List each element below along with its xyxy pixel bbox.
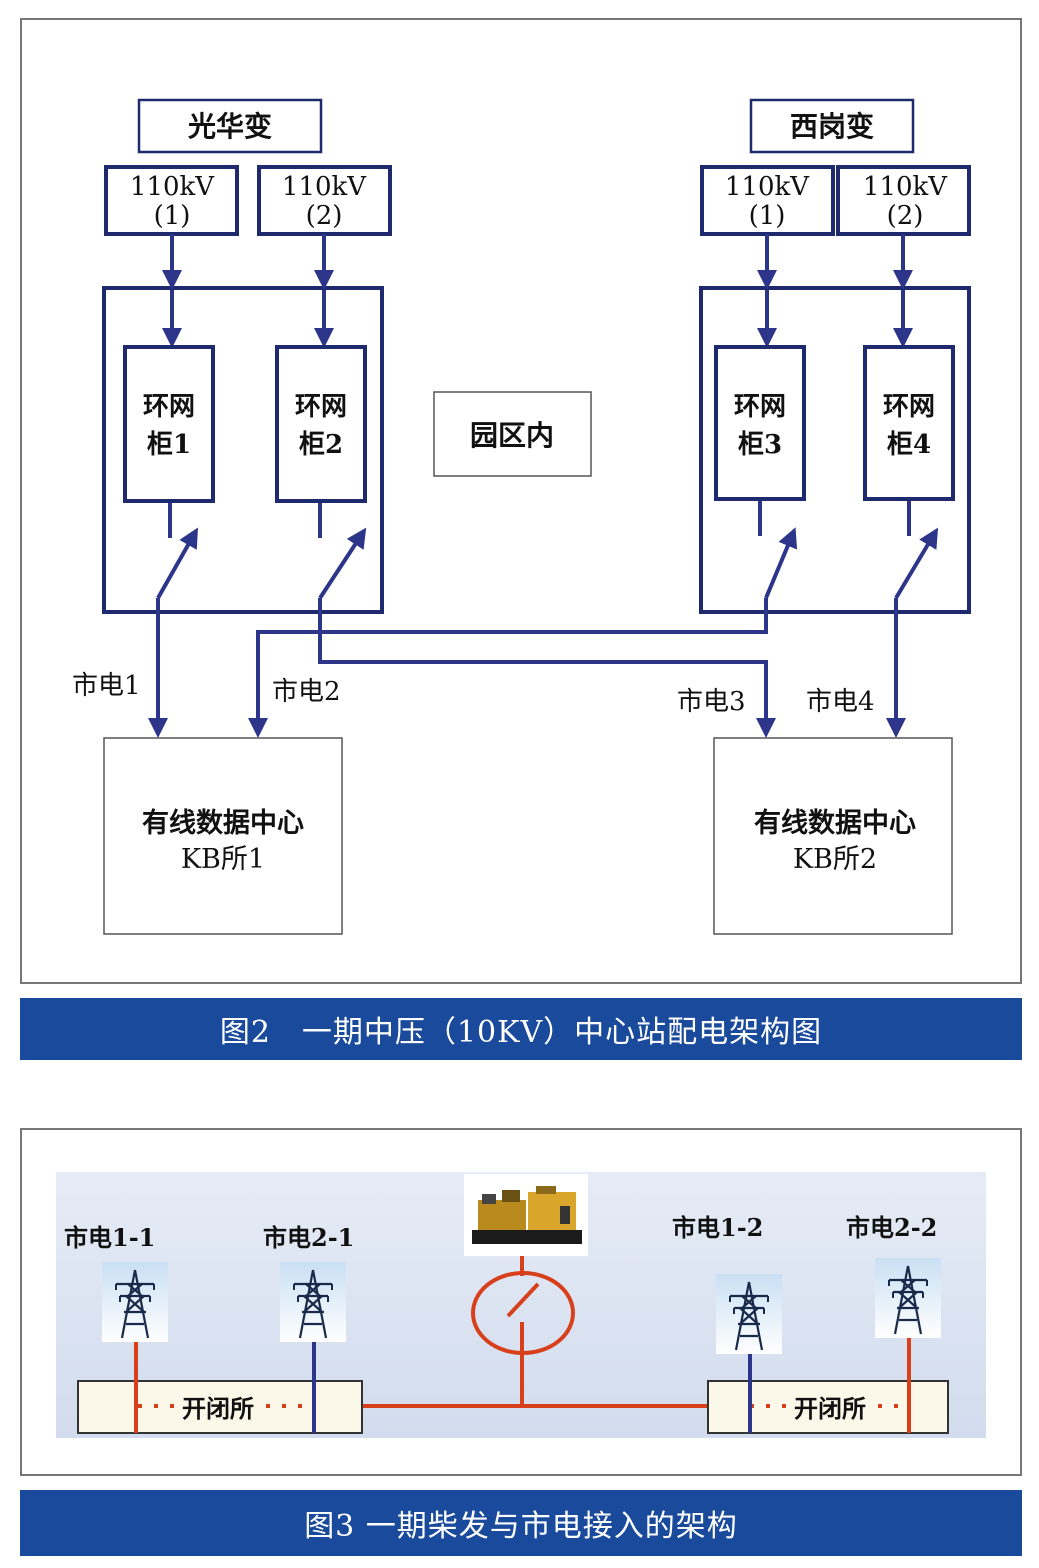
datacenter-box-1 — [103, 737, 343, 935]
transmission-tower-icon — [873, 1256, 943, 1340]
feed-line2: (2) — [306, 201, 343, 231]
transmission-tower-icon — [278, 1260, 348, 1344]
mains-label-3: 市电3 — [677, 687, 746, 717]
feed-box-guanghua-1 — [104, 165, 239, 236]
figure-3-caption: 图3 一期柴发与市电接入的架构 — [20, 1490, 1022, 1556]
ring-cabinet-3 — [714, 345, 806, 501]
cabinet-label-line2: 柜2 — [299, 430, 343, 460]
feed-line1: 110kV — [130, 172, 215, 202]
cabinet-label-line1: 环网 — [883, 392, 935, 422]
switch-contact-4 — [894, 527, 939, 600]
feed-line2: (1) — [154, 201, 191, 231]
transmission-tower-icon — [714, 1272, 784, 1356]
datacenter-label-line1: 有线数据中心 — [142, 808, 304, 839]
mains-label-2-2: 市电2-2 — [846, 1213, 937, 1242]
figure-2-diagram: 光华变 西岗变 110kV (1) 110kV (2) 110kV (1) 11… — [72, 98, 971, 935]
ring-cabinet-1 — [123, 345, 215, 503]
switch-station-label-right: 开闭所 — [794, 1394, 866, 1423]
datacenter-label-line2: KB所1 — [181, 844, 265, 875]
mains-label-4: 市电4 — [806, 687, 875, 717]
ring-cabinet-2 — [275, 345, 367, 503]
park-label: 园区内 — [470, 419, 554, 452]
mains-2-line — [248, 598, 768, 738]
generator-switch-blade — [506, 1282, 540, 1318]
park-label-box — [433, 391, 592, 477]
feed-line1: 110kV — [282, 172, 367, 202]
diesel-generator-icon — [464, 1174, 588, 1256]
figure-3-diagram: 开闭所 开闭所 市电1-1 市电2-1 市电1-2 市电2-2 — [56, 1172, 986, 1438]
mains-label-1-2: 市电1-2 — [672, 1213, 763, 1242]
datacenter-label-line1: 有线数据中心 — [754, 808, 916, 839]
feed-box-xigang-1 — [700, 165, 835, 236]
cabinet-label-line2: 柜4 — [887, 430, 931, 460]
mains-label-2-1: 市电2-1 — [263, 1223, 354, 1252]
switch-contact-3 — [764, 527, 798, 599]
switch-station-label-left: 开闭所 — [182, 1394, 254, 1423]
cabinet-enclosure-left — [102, 286, 384, 614]
cabinet-label-line1: 环网 — [734, 392, 786, 422]
cabinet-label-line2: 柜1 — [147, 430, 191, 460]
substation-name-xigang: 西岗变 — [790, 110, 874, 143]
cabinet-label-line2: 柜3 — [738, 430, 782, 460]
cabinet-label-line1: 环网 — [143, 392, 195, 422]
mains-label-1-1: 市电1-1 — [64, 1223, 155, 1252]
feed-line1: 110kV — [725, 172, 810, 202]
feed-line2: (2) — [887, 201, 924, 231]
transmission-tower-icon — [100, 1260, 170, 1344]
datacenter-box-2 — [713, 737, 953, 935]
datacenter-label-line2: KB所2 — [793, 844, 877, 875]
switch-contact-1 — [156, 527, 198, 599]
mains-label-1: 市电1 — [72, 671, 141, 701]
cabinet-label-line1: 环网 — [295, 392, 347, 422]
ring-cabinet-4 — [863, 345, 955, 501]
mains-label-2: 市电2 — [272, 677, 341, 707]
switch-contact-2 — [318, 527, 367, 600]
substation-name-guanghua: 光华变 — [187, 110, 272, 143]
feed-line1: 110kV — [863, 172, 948, 202]
feed-line2: (1) — [749, 201, 786, 231]
substation-box-xigang — [749, 98, 915, 154]
cabinet-enclosure-right — [699, 286, 971, 614]
substation-box-guanghua — [137, 98, 323, 154]
figure-2-caption: 图2 一期中压（10KV）中心站配电架构图 — [20, 998, 1022, 1060]
mains-3-line — [318, 598, 776, 738]
